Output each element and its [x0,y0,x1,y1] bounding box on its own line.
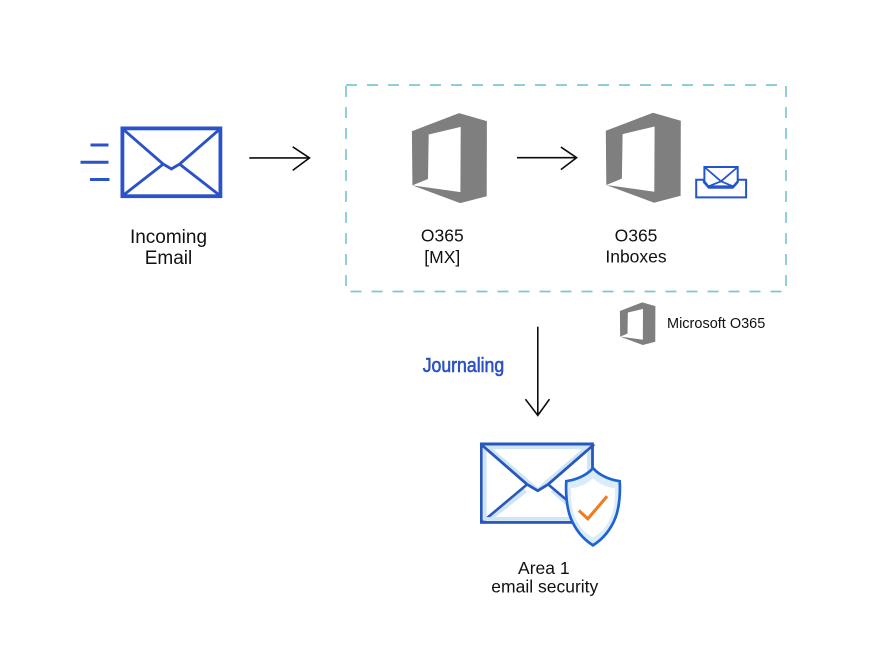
svg-text:Inboxes: Inboxes [605,246,667,266]
svg-text:[MX]: [MX] [424,247,460,267]
svg-text:Microsoft O365: Microsoft O365 [667,316,765,332]
svg-text:Journaling: Journaling [423,355,505,377]
svg-text:Email: Email [145,248,193,269]
svg-text:O365: O365 [615,226,658,246]
svg-text:email security: email security [491,577,598,597]
svg-text:O365: O365 [421,226,464,246]
svg-text:Incoming: Incoming [130,227,207,248]
svg-text:Area 1: Area 1 [518,558,570,578]
